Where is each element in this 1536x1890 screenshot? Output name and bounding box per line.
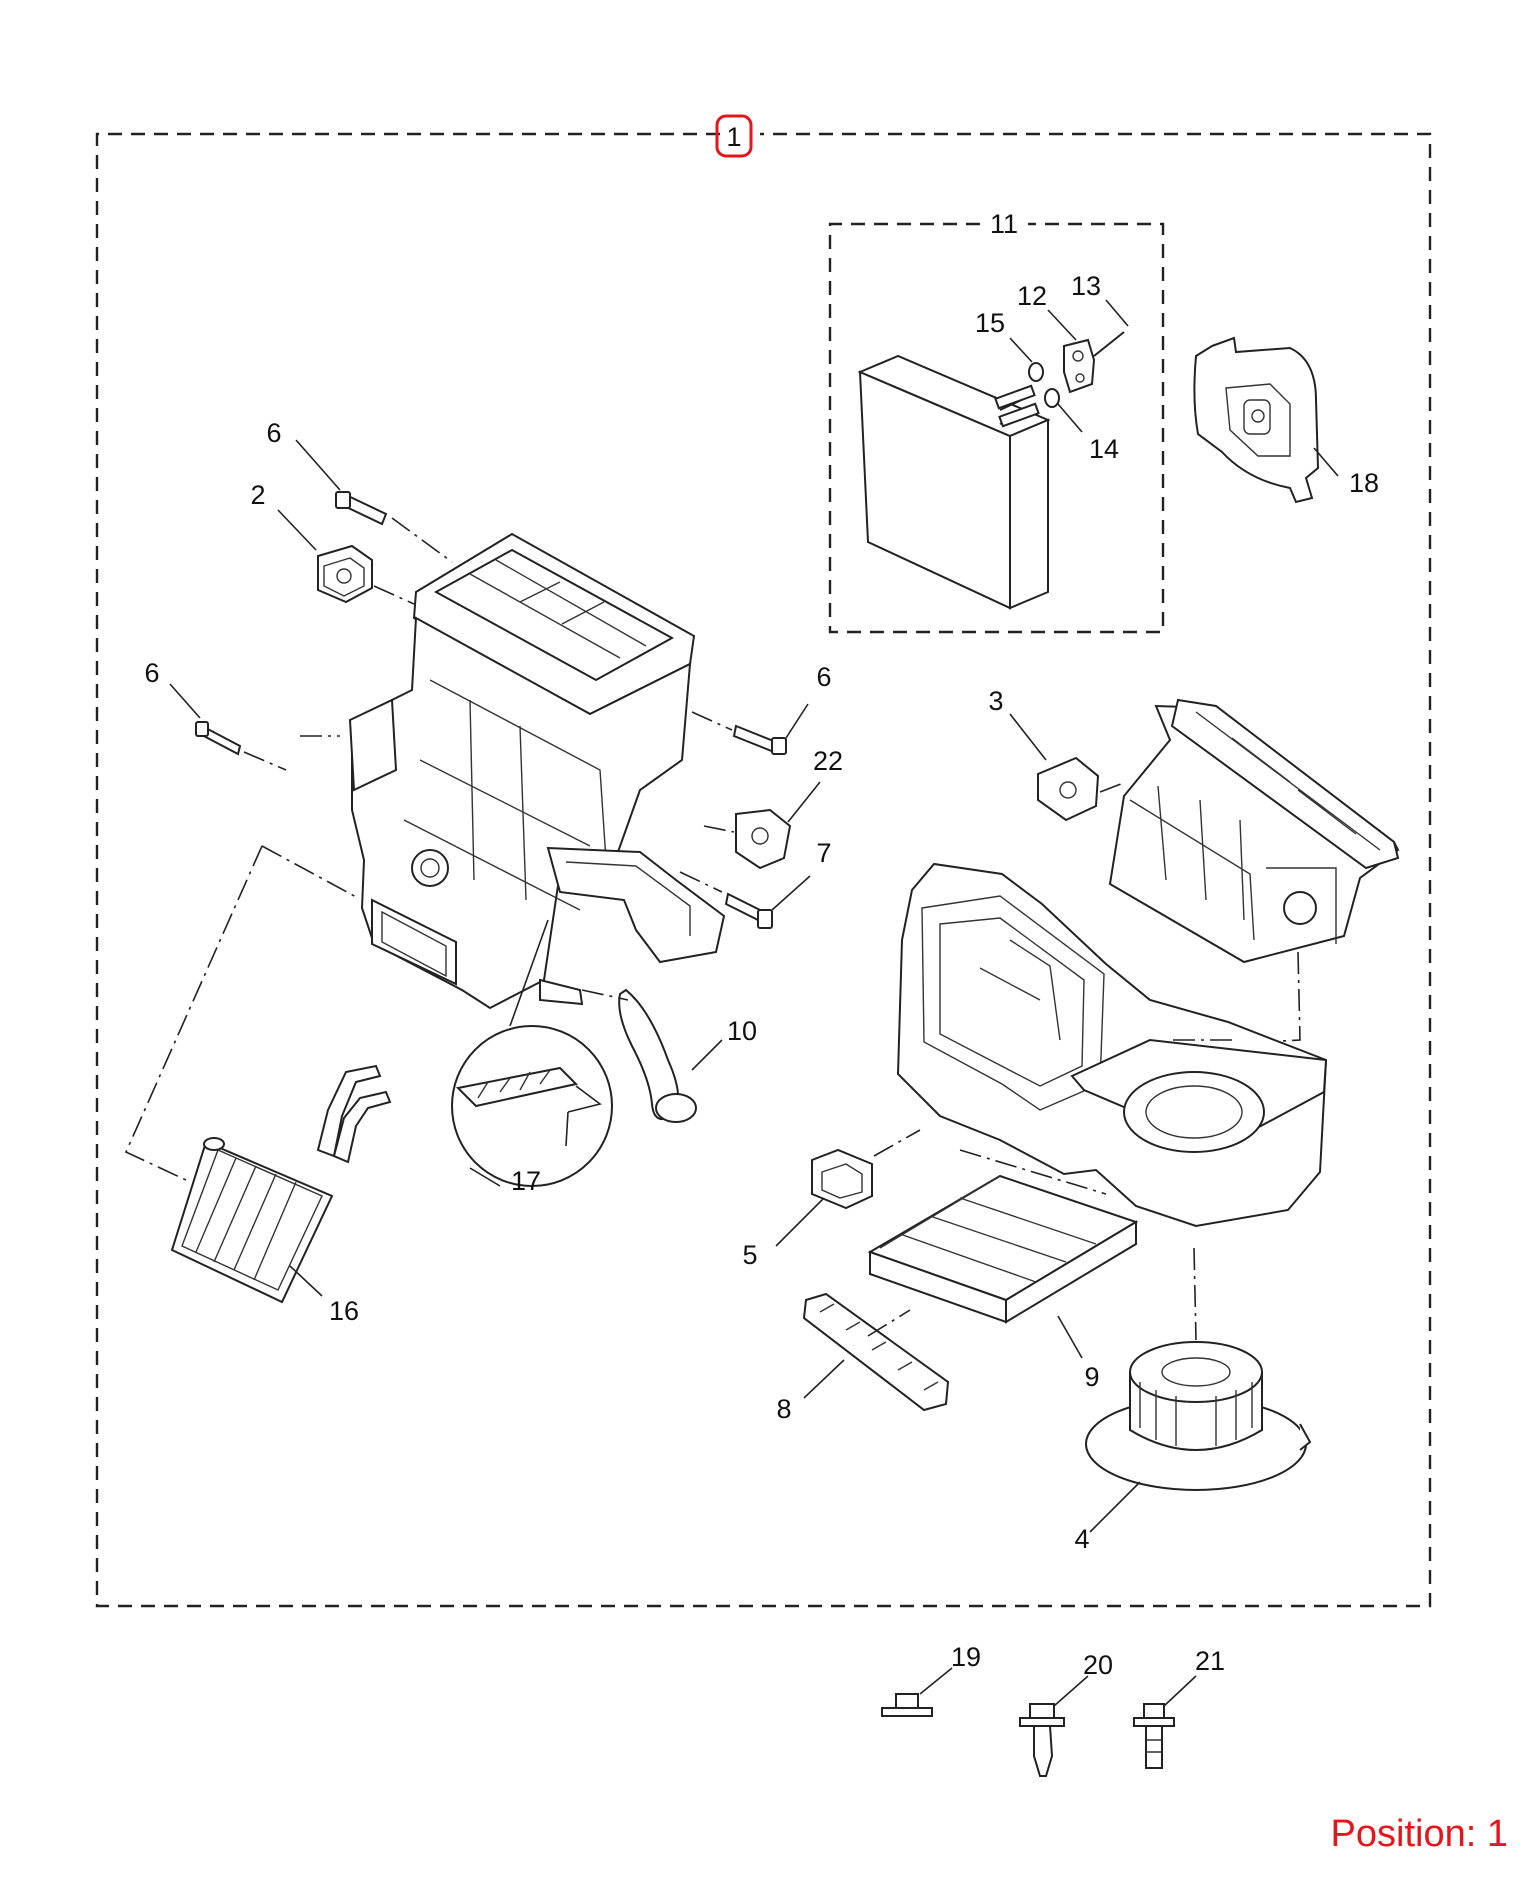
callout-4[interactable]: 4 [1074, 1524, 1089, 1554]
callout-3[interactable]: 3 [988, 686, 1003, 716]
fastener-22 [1133, 1703, 1175, 1769]
callout-6-upper[interactable]: 6 [266, 418, 281, 448]
callout-21[interactable]: 20 [1083, 1650, 1113, 1680]
callout-20[interactable]: 19 [951, 1642, 981, 1672]
evaporator-blower-case [896, 862, 1328, 1228]
callout-7[interactable]: 6 [144, 658, 159, 688]
heater-core [170, 1064, 392, 1304]
temperature-door-actuator [735, 808, 792, 870]
duct-sensor [195, 721, 242, 756]
drain-hose [618, 988, 697, 1123]
subassembly-12-boundary [828, 222, 1165, 634]
seal-plate [1193, 336, 1320, 504]
heater-distribution-case [348, 532, 726, 1010]
blower-motor [1085, 1341, 1312, 1491]
callout-8[interactable]: 7 [816, 838, 831, 868]
position-label: Position: 1 [1330, 1813, 1508, 1855]
callout-1[interactable]: 1 [726, 122, 741, 152]
callout-15[interactable]: 14 [1089, 434, 1119, 464]
callout-14[interactable]: 13 [1071, 271, 1101, 301]
evaporator-core [857, 354, 1051, 610]
assembly-1-boundary [95, 132, 1432, 1608]
air-inlet-housing [1108, 698, 1400, 964]
callout-1-highlight-box[interactable] [715, 114, 753, 158]
fastener-20 [881, 1693, 933, 1717]
cabin-air-filter [867, 1174, 1139, 1324]
callout-11[interactable]: 10 [727, 1016, 757, 1046]
callout-6-right[interactable]: 6 [816, 662, 831, 692]
callout-13[interactable]: 12 [1017, 281, 1047, 311]
temperature-sensor-upper [335, 491, 388, 526]
callout-19[interactable]: 18 [1349, 468, 1379, 498]
recirculation-actuator [1037, 756, 1100, 822]
callout-12[interactable]: 11 [990, 209, 1018, 239]
callout-22[interactable]: 21 [1195, 1646, 1225, 1676]
callout-17[interactable]: 16 [329, 1296, 359, 1326]
filter-bracket [802, 1292, 950, 1412]
blower-resistor [811, 1148, 873, 1210]
callout-23[interactable]: 22 [813, 746, 843, 776]
temperature-sensor-right [732, 724, 787, 755]
callout-5[interactable]: 5 [742, 1240, 757, 1270]
fastener-21 [1019, 1703, 1065, 1777]
mode-door-actuator [317, 544, 373, 604]
expansion-valve [1028, 331, 1125, 408]
callout-18[interactable]: 17 [511, 1166, 541, 1196]
detail-view-18 [451, 919, 613, 1187]
callout-16[interactable]: 15 [975, 308, 1005, 338]
evaporator-sensor [724, 892, 773, 929]
callout-2[interactable]: 2 [250, 480, 265, 510]
callout-10[interactable]: 9 [1084, 1362, 1099, 1392]
callout-9[interactable]: 8 [776, 1394, 791, 1424]
